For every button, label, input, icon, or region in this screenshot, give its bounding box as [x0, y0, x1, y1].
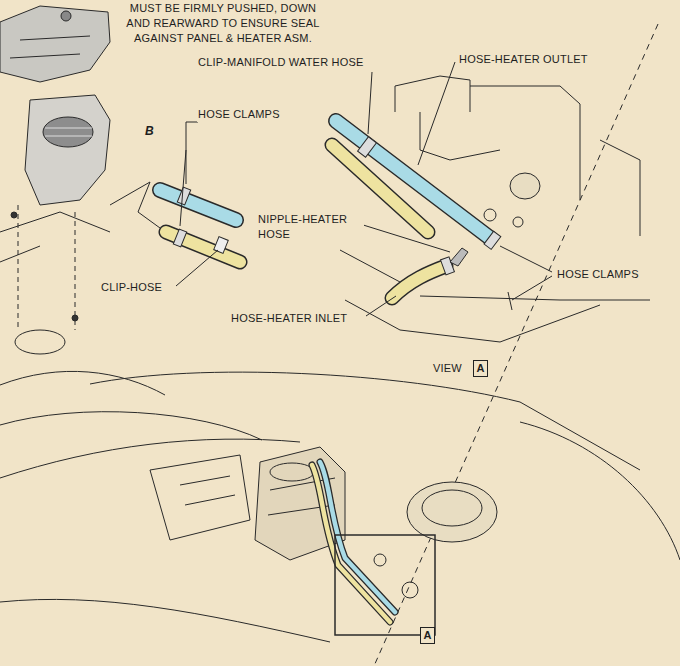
heater-assembly: [0, 6, 262, 440]
view-box: A: [420, 627, 435, 644]
part-label: HOSE CLAMPS: [197, 107, 281, 122]
part-label: HOSE-HEATER INLET: [230, 311, 348, 326]
engine-bay: [0, 372, 680, 642]
part-label: HOSE-HEATER OUTLET: [458, 52, 589, 67]
part-label: MUST BE FIRMLY PUSHED, DOWN AND REARWARD…: [116, 1, 330, 46]
part-label: NIPPLE-HEATER HOSE: [257, 212, 364, 242]
hose-detail-left: [160, 187, 240, 262]
part-label: CLIP-MANIFOLD WATER HOSE: [197, 55, 365, 70]
engine-view-a: [332, 76, 650, 342]
part-label: VIEW: [432, 361, 463, 376]
cut-line: [374, 24, 658, 666]
part-label: HOSE CLAMPS: [556, 267, 640, 282]
view-box: A: [473, 360, 488, 377]
part-label: B: [144, 124, 155, 139]
view-letter: A: [421, 629, 434, 641]
leader-lines: [176, 62, 552, 316]
part-label: CLIP-HOSE: [100, 280, 163, 295]
view-letter: A: [474, 362, 487, 374]
